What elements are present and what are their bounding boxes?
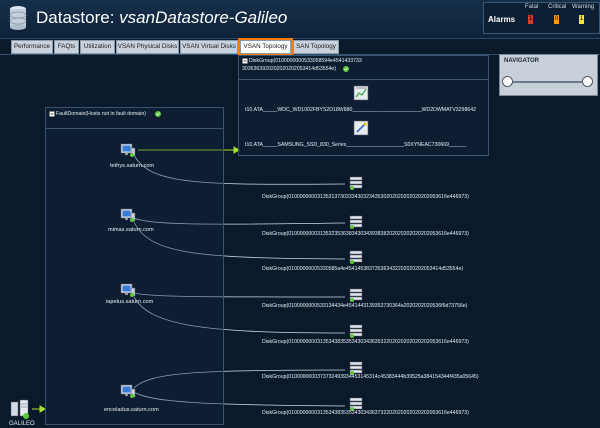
- host-name[interactable]: iapetus.saturn.com: [106, 299, 154, 305]
- navigator-panel[interactable]: NAVIGATOR: [499, 54, 598, 96]
- arrow-head-expanded: [233, 146, 240, 154]
- tab-vsan-topology[interactable]: VSAN Topology: [238, 38, 293, 56]
- alarm-summary[interactable]: Fatal Critical Warning Alarms 1 0 1: [483, 2, 600, 34]
- warning-header: Warning: [572, 4, 595, 10]
- host-icon[interactable]: [120, 383, 136, 399]
- tab-vsan-physical-disks[interactable]: VSAN Physical Disks: [116, 40, 179, 54]
- divider: [239, 79, 488, 80]
- edge-mimas-dg3: [133, 221, 346, 260]
- navigator-title: NAVIGATOR: [504, 58, 540, 64]
- edge-iapetus-dg4: [133, 292, 346, 298]
- alarms-label: Alarms: [488, 15, 516, 24]
- host-icon[interactable]: [120, 282, 136, 298]
- hdd-icon[interactable]: [353, 85, 369, 101]
- capacity-disk-label: t10.ATA_____WDC_WD1002FBYS2D18W880______…: [245, 107, 476, 113]
- diskgroup-icon[interactable]: [348, 249, 364, 265]
- expanded-group-name-line1: DiskGroup(0100000000533058594e4541433733: [249, 58, 362, 64]
- tab-vsan-virtual-disks[interactable]: VSAN Virtual Disks: [180, 40, 238, 54]
- tab-utilization[interactable]: Utilization: [80, 40, 115, 54]
- zoom-slider-track[interactable]: [506, 81, 588, 83]
- zoom-slider-handle[interactable]: [582, 76, 593, 87]
- diskgroup-icon[interactable]: [348, 214, 364, 230]
- zoom-slider-min-handle[interactable]: [502, 76, 513, 87]
- cluster-name[interactable]: GALILEO: [9, 421, 35, 427]
- diskgroup-label[interactable]: DiskGroup(01000000005330585a4e4541453837…: [262, 266, 464, 272]
- critical-header: Critical: [548, 4, 567, 10]
- warning-count-badge[interactable]: 1: [579, 15, 584, 24]
- status-ok-icon: [343, 66, 349, 72]
- edge-iapetus-dg5: [133, 296, 346, 334]
- host-name[interactable]: tethys.saturn.com: [110, 163, 155, 169]
- diskgroup-icon[interactable]: [348, 323, 364, 339]
- diskgroup-icon[interactable]: [348, 175, 364, 191]
- header-bar: Datastore: vsanDatastore-Galileo Fatal C…: [0, 0, 600, 39]
- edge-mimas-dg2: [133, 217, 346, 225]
- diskgroup-label[interactable]: DiskGroup(010000000031353235363834303439…: [262, 231, 469, 237]
- arrow-head-galileo: [39, 405, 46, 413]
- diskgroup-label[interactable]: DiskGroup(010000000031353137303334303234…: [262, 194, 469, 200]
- collapse-icon[interactable]: [49, 111, 55, 117]
- edge-tethys-dg1: [133, 154, 346, 185]
- page-title: Datastore: vsanDatastore-Galileo: [36, 8, 287, 28]
- datastore-icon: [9, 6, 27, 30]
- datastore-name: vsanDatastore-Galileo: [119, 8, 288, 27]
- diskgroup-label[interactable]: DiskGroup(010000000031353438353534303436…: [262, 339, 469, 345]
- fault-domain-box[interactable]: FaultDomain(Hosts not in fault domain): [45, 107, 224, 425]
- diskgroup-icon[interactable]: [348, 287, 364, 303]
- edge-enceladus-dg7: [133, 391, 346, 407]
- ssd-icon[interactable]: [353, 120, 369, 136]
- host-name[interactable]: mimas.saturn.com: [108, 227, 154, 233]
- expanded-group-name-line2: 3036363920202020202053414d53554e): [242, 66, 337, 72]
- fatal-count-badge[interactable]: 1: [528, 15, 533, 24]
- host-icon[interactable]: [120, 207, 136, 223]
- tab-san-topology[interactable]: SAN Topology: [293, 40, 339, 54]
- host-icon[interactable]: [120, 142, 136, 158]
- diskgroup-label[interactable]: DiskGroup(010000000037373249393445314531…: [262, 374, 479, 380]
- divider: [46, 128, 223, 129]
- critical-count-badge[interactable]: 0: [554, 15, 559, 24]
- cache-disk-label: t10.ATA_____SAMSUNG_SSD_830_Series______…: [245, 142, 467, 148]
- tab-faqts[interactable]: FAQts: [54, 40, 79, 54]
- cluster-icon[interactable]: [9, 398, 31, 420]
- status-ok-icon: [155, 111, 161, 117]
- host-name[interactable]: enceladus.saturn.com: [104, 407, 159, 413]
- edge-enceladus-dg6: [133, 369, 346, 389]
- diskgroup-label[interactable]: DiskGroup(010000000031353438353534303436…: [262, 410, 469, 416]
- expanded-diskgroup-box[interactable]: DiskGroup(0100000000533058594e4541433733…: [238, 55, 489, 156]
- fatal-header: Fatal: [525, 4, 539, 10]
- title-prefix: Datastore:: [36, 8, 115, 27]
- tab-performance[interactable]: Performance: [11, 40, 53, 54]
- tab-bar: Performance FAQts Utilization VSAN Physi…: [0, 38, 600, 56]
- fault-domain-label: FaultDomain(Hosts not in fault domain): [56, 111, 146, 117]
- diskgroup-icon[interactable]: [348, 360, 364, 376]
- diskgroup-icon[interactable]: [348, 396, 364, 412]
- collapse-icon[interactable]: [242, 58, 248, 64]
- diskgroup-label[interactable]: DiskGroup(0100000000533134434e4541443139…: [262, 303, 468, 309]
